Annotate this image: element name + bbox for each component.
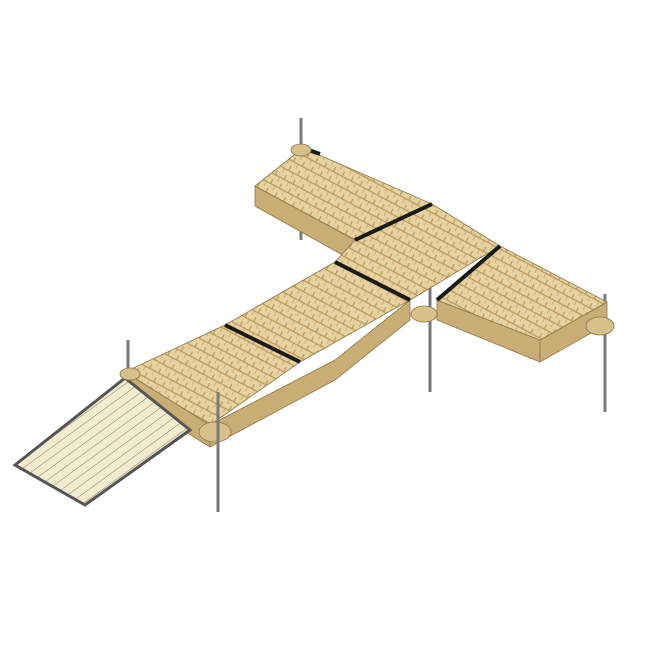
dock-decks <box>124 147 608 426</box>
pole-bases <box>119 143 615 443</box>
deck-joints <box>224 146 502 364</box>
gangway-ramp <box>12 376 193 507</box>
